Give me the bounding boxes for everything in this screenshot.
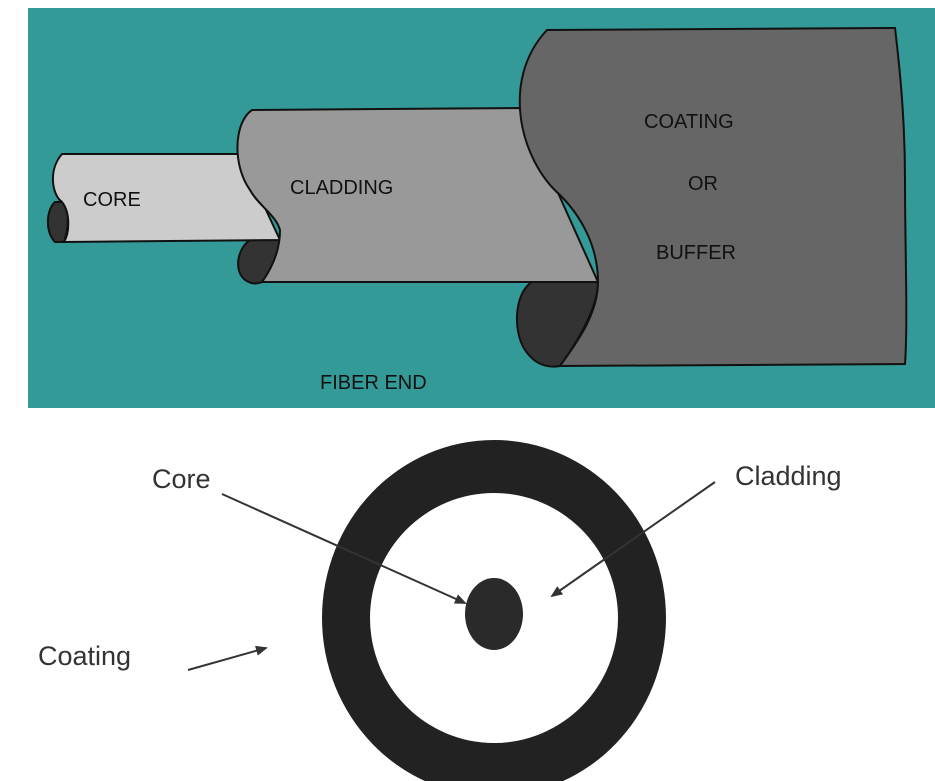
coating-label-line2: OR	[688, 173, 718, 195]
cladding-arrow	[550, 481, 716, 598]
core-dot	[465, 578, 523, 650]
core-label: CORE	[83, 189, 141, 211]
coating-segment	[518, 26, 908, 368]
fiber-end-title: FIBER END	[320, 372, 427, 394]
core-arrow	[221, 493, 467, 604]
coating-callout-label: Coating	[38, 641, 131, 671]
core-callout-label: Core	[152, 464, 211, 494]
cladding-label: CLADDING	[290, 177, 393, 199]
cladding-callout-label: Cladding	[735, 461, 842, 491]
core-segment	[52, 153, 282, 244]
cladding-segment	[236, 106, 600, 283]
coating-label-line3: BUFFER	[656, 242, 736, 264]
coating-label-line1: COATING	[644, 111, 734, 133]
coating-arrow	[187, 645, 268, 671]
